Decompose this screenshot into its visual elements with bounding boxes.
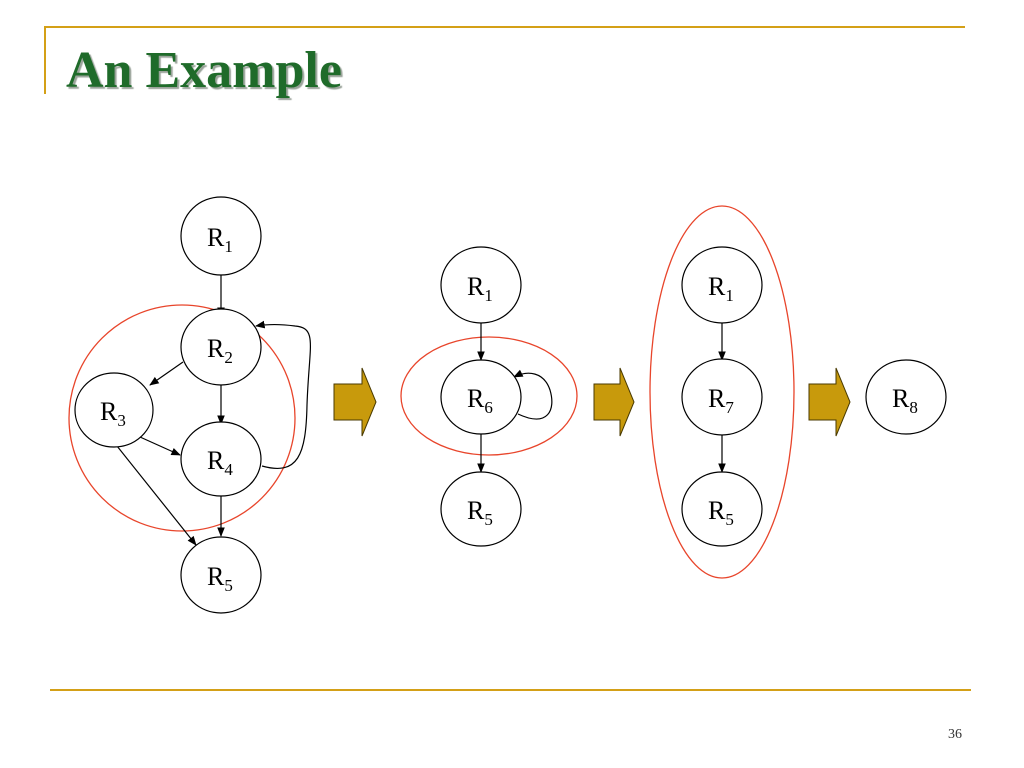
transition-arrow-1 [333,367,377,437]
node-r1: R1 [681,246,763,324]
svg-text:R1: R1 [467,272,493,305]
svg-text:R1: R1 [708,272,734,305]
edge-r3-r5 [116,445,197,546]
node-r1: R1 [440,246,522,324]
transition-arrow-3 [808,367,851,437]
bottom-rule [50,689,971,691]
svg-text:R4: R4 [207,446,233,479]
region-outline-stage1 [68,304,296,532]
node-r3: R3 [74,372,154,448]
page-number: 36 [948,727,962,742]
node-r5: R5 [681,471,763,547]
node-r2: R2 [180,308,262,386]
svg-text:R8: R8 [892,384,918,417]
svg-text:R5: R5 [708,496,734,529]
node-r5: R5 [180,536,262,614]
svg-text:R1: R1 [207,223,233,256]
node-r7: R7 [681,358,763,436]
edge-r4-r2-back [255,320,312,469]
svg-text:R5: R5 [207,562,233,595]
transition-arrow-2 [593,367,635,437]
region-outline-stage3 [649,205,795,579]
node-r5: R5 [440,471,522,547]
node-r4: R4 [180,421,262,497]
node-r8: R8 [865,359,947,435]
svg-text:R7: R7 [708,384,734,417]
region-outline-stage2 [400,336,578,456]
svg-text:R6: R6 [467,384,493,417]
edge-r6-self-loop [513,369,553,420]
node-r6: R6 [440,359,522,435]
svg-text:R2: R2 [207,334,233,367]
svg-text:R5: R5 [467,496,493,529]
edge-r3-r4 [139,436,181,456]
slide-title: An Example [66,42,342,99]
top-rule [44,26,965,28]
left-rule [44,26,46,94]
edge-r2-r3 [149,361,184,386]
node-r1: R1 [180,196,262,276]
svg-text:R3: R3 [100,397,126,430]
